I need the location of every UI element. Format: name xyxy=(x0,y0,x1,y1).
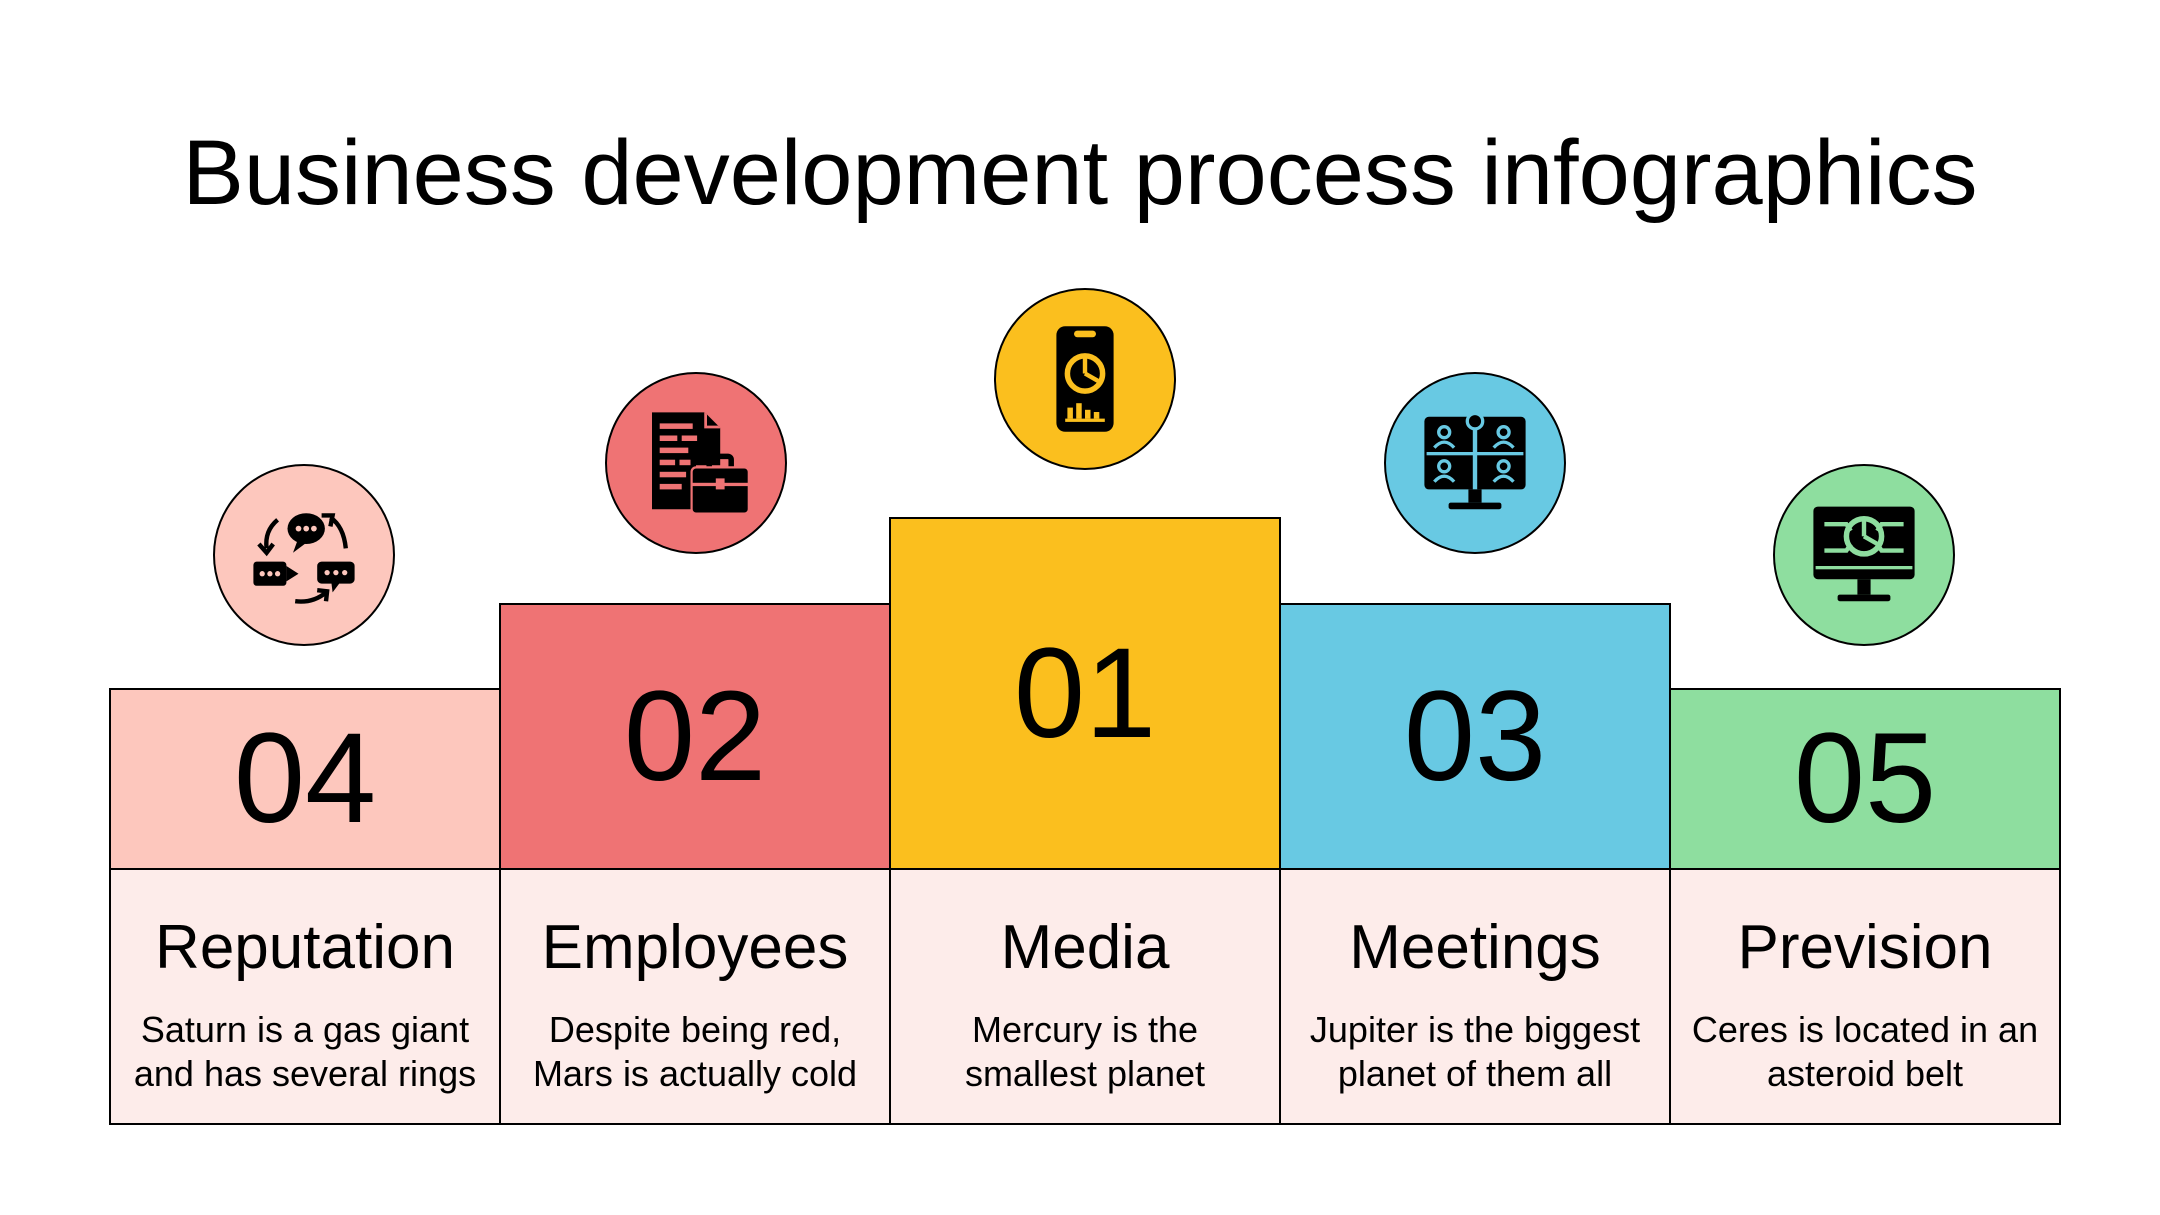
step-04-desc-line1: Saturn is a gas giant xyxy=(140,1009,470,1050)
step-03-desc-line2: planet of them all xyxy=(1337,1053,1613,1094)
step-05-description: Ceres is located in an asteroid belt xyxy=(1681,1008,2049,1096)
monitor-chart-icon xyxy=(1813,506,1915,602)
step-05-card: Prevision Ceres is located in an asteroi… xyxy=(1669,868,2061,1125)
step-05-podium: 05 xyxy=(1669,688,2061,870)
step-05-desc-line1: Ceres is located in an xyxy=(1691,1009,2039,1050)
step-02-number: 02 xyxy=(623,664,767,808)
step-05-number: 05 xyxy=(1793,707,1937,850)
step-03-icon-circle xyxy=(1384,372,1566,554)
step-04-number: 04 xyxy=(233,707,377,850)
step-04-desc-line2: and has several rings xyxy=(133,1053,477,1094)
page-title: Business development process infographic… xyxy=(182,122,1978,224)
step-01-podium: 01 xyxy=(889,517,1281,870)
video-meeting-icon xyxy=(1424,411,1526,510)
step-05-icon-circle xyxy=(1773,464,1955,646)
step-03-label: Meetings xyxy=(1349,913,1601,982)
step-02-podium: 02 xyxy=(499,603,891,870)
step-01-number: 01 xyxy=(1013,621,1157,765)
step-03-podium: 03 xyxy=(1279,603,1671,870)
chat-bubbles-icon xyxy=(253,513,355,604)
step-02-icon-circle xyxy=(605,372,787,554)
step-01-description: Mercury is the smallest planet xyxy=(901,1008,1269,1096)
step-04-description: Saturn is a gas giant and has several ri… xyxy=(121,1008,489,1096)
step-03-number: 03 xyxy=(1403,664,1547,808)
step-01-desc-line1: Mercury is the xyxy=(971,1009,1199,1050)
step-04-card: Reputation Saturn is a gas giant and has… xyxy=(109,868,501,1125)
step-02-card: Employees Despite being red, Mars is act… xyxy=(499,868,891,1125)
step-04-podium: 04 xyxy=(109,688,501,870)
step-04-icon-circle xyxy=(213,464,395,646)
step-03-card: Meetings Jupiter is the biggest planet o… xyxy=(1279,868,1671,1125)
step-01-desc-line2: smallest planet xyxy=(964,1053,1206,1094)
step-02-description: Despite being red, Mars is actually cold xyxy=(511,1008,879,1096)
step-01-label: Media xyxy=(1000,913,1170,982)
smartphone-chart-icon xyxy=(1056,326,1114,432)
document-briefcase-icon xyxy=(652,412,750,515)
step-02-desc-line1: Despite being red, xyxy=(548,1009,842,1050)
step-02-desc-line2: Mars is actually cold xyxy=(532,1053,858,1094)
step-03-desc-line1: Jupiter is the biggest xyxy=(1309,1009,1641,1050)
step-01-icon-circle xyxy=(994,288,1176,470)
step-05-label: Prevision xyxy=(1737,913,1993,982)
step-05-desc-line2: asteroid belt xyxy=(1766,1053,1964,1094)
step-02-label: Employees xyxy=(541,913,849,982)
step-01-card: Media Mercury is the smallest planet xyxy=(889,868,1281,1125)
step-04-label: Reputation xyxy=(155,913,455,982)
step-03-description: Jupiter is the biggest planet of them al… xyxy=(1291,1008,1659,1096)
